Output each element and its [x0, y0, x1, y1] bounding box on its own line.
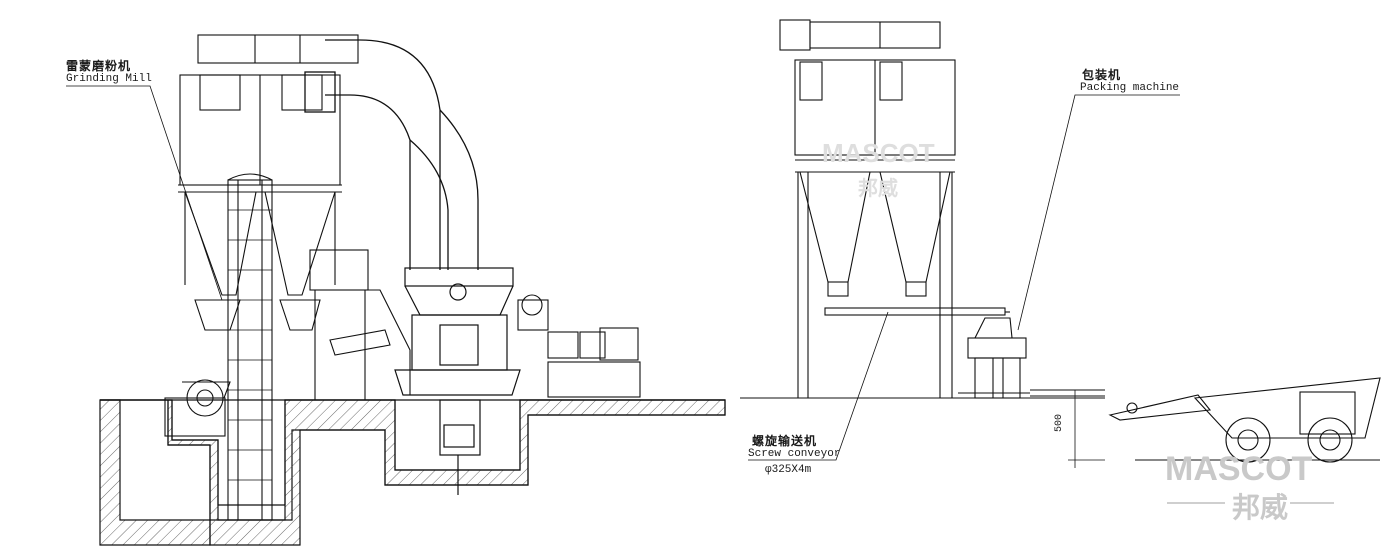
foundation-pit	[99, 399, 726, 546]
dump-truck	[1108, 377, 1381, 463]
screw-conveyor	[824, 307, 1010, 316]
packing-machine	[958, 317, 1105, 399]
jaw-crusher	[164, 379, 231, 437]
dust-collector-left	[178, 34, 359, 331]
blower-motor	[517, 294, 641, 398]
dimension-500	[1068, 390, 1105, 468]
screw-conveyor-label-en: Screw conveyor	[748, 448, 841, 460]
air-duct	[304, 39, 479, 270]
watermark-brand-cn-center: 邦威	[858, 178, 898, 200]
bucket-elevator	[227, 173, 273, 521]
dimension-label: 500	[1054, 413, 1065, 432]
leader-lines	[66, 85, 1180, 461]
watermark-brand-center: MASCOT	[822, 138, 935, 168]
screw-conveyor-spec: φ325X4m	[765, 464, 812, 476]
watermark-brand-cn: 邦威	[1232, 492, 1289, 523]
grinding-mill-label-en: Grinding Mill	[66, 73, 152, 85]
watermark-brand: MASCOT	[1165, 450, 1313, 488]
dust-collector-right	[779, 19, 956, 398]
feeder-hopper	[309, 249, 411, 400]
watermark-rule-right	[1290, 502, 1334, 504]
packing-machine-label-cn: 包装机	[1082, 68, 1122, 82]
screw-conveyor-label-cn: 螺旋输送机	[752, 434, 818, 448]
packing-machine-label-en: Packing machine	[1080, 82, 1180, 94]
grinding-mill-main	[394, 267, 521, 495]
watermark-rule-left	[1167, 502, 1225, 504]
grinding-mill-label-cn: 雷蒙磨粉机	[66, 59, 132, 73]
